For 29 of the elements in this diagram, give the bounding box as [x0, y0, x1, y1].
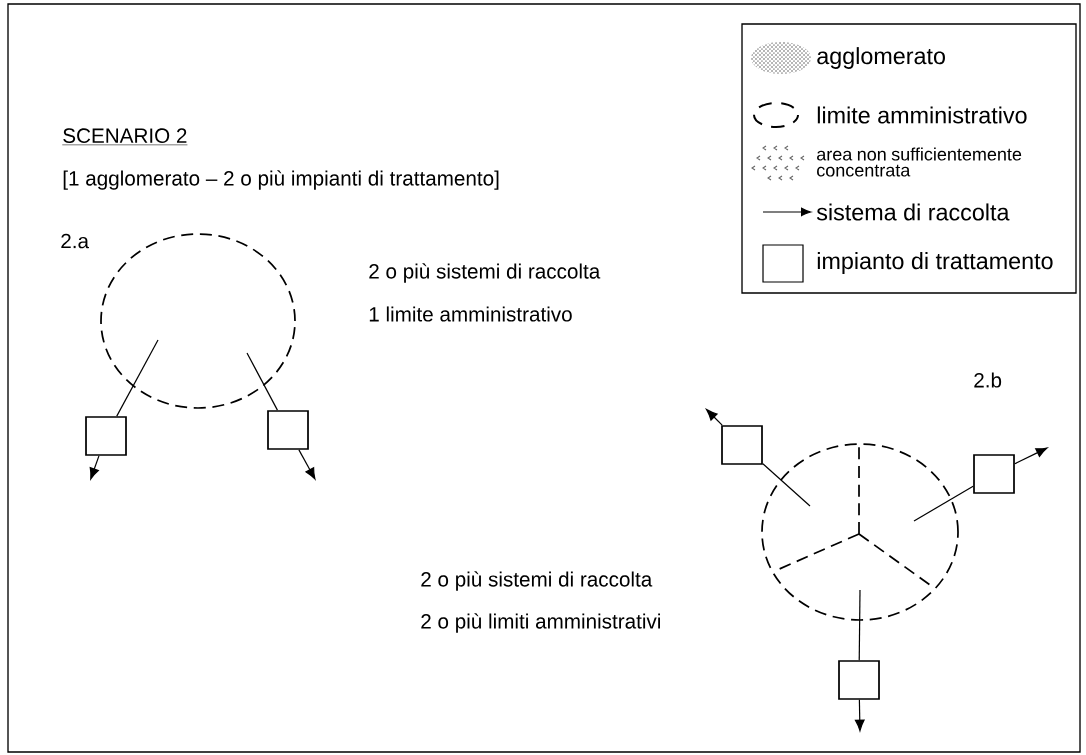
heading: SCENARIO 2: [62, 128, 188, 146]
note-text: 1 limite amministrativo: [369, 306, 572, 322]
treatment-plant-box: [721, 425, 763, 465]
treatment-plant-box: [973, 454, 1015, 494]
collection-line: [854, 699, 865, 732]
collection-line: [858, 589, 861, 661]
collection-line: [913, 485, 974, 522]
collection-line: [246, 352, 279, 411]
collection-line: [706, 409, 723, 426]
note-text: 2 o più sistemi di raccolta: [369, 263, 601, 283]
collection-line: [1014, 447, 1048, 465]
collection-line: [762, 463, 811, 507]
legend-label: sistema di raccolta: [816, 203, 1010, 221]
legend-label: agglomerato: [817, 47, 945, 69]
note-text: 2.b: [974, 372, 1002, 388]
note-text: [1 agglomerato – 2 o più impianti di trattamento]: [63, 170, 499, 190]
collection-line: [89, 455, 100, 480]
boundary-ellipse: [100, 233, 296, 409]
legend-label: impianto di trattamento: [817, 252, 1053, 274]
collection-line: [116, 339, 159, 417]
legend-label: area non sufficientemente concentrata: [817, 147, 1022, 177]
note-text: 2 o più sistemi di raccolta: [421, 571, 653, 591]
boundary-ellipse: [761, 443, 959, 621]
treatment-plant-box: [838, 660, 880, 700]
note-text: 2 o più limiti amministrativi: [421, 613, 660, 633]
legend-label: limite amministrativo: [817, 106, 1027, 124]
treatment-plant-box: [85, 416, 127, 456]
collection-line: [298, 449, 316, 480]
treatment-plant-box: [267, 410, 309, 450]
